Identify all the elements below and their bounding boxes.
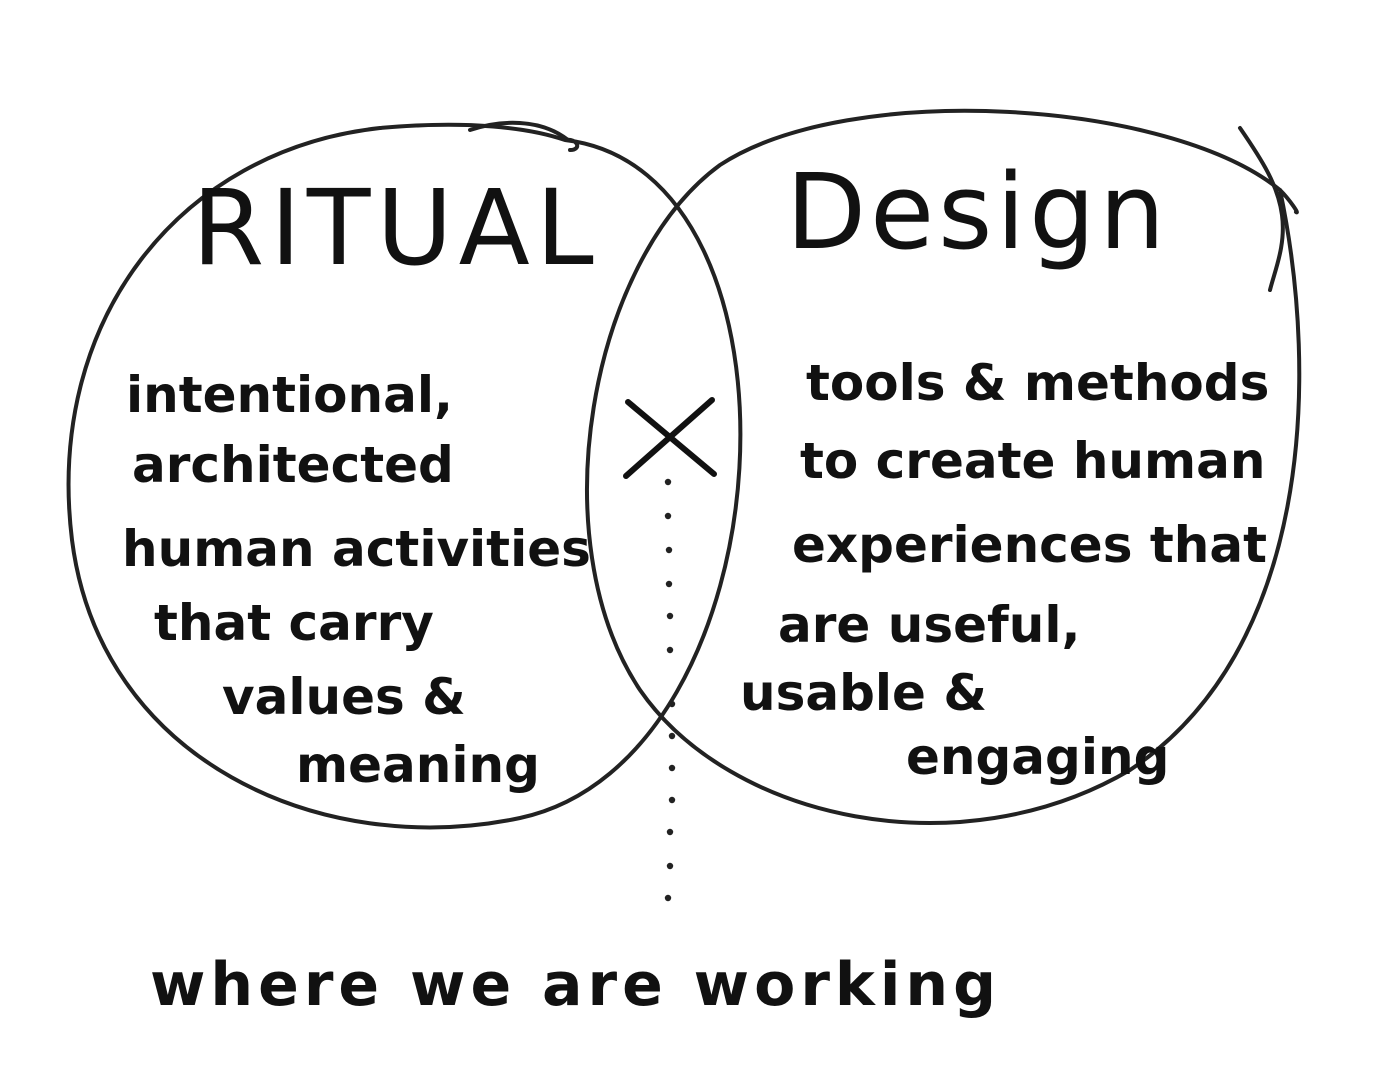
dotted-leader-line <box>664 478 676 902</box>
design-title: Design <box>786 151 1170 273</box>
ritual-circle <box>66 122 743 830</box>
leader-dot <box>666 862 674 870</box>
ritual-line: human activities <box>122 520 591 578</box>
ritual-title: RITUAL <box>192 167 600 289</box>
leader-dot <box>665 546 673 554</box>
design-line: tools & methods <box>806 354 1270 412</box>
leader-dot <box>666 612 674 620</box>
leader-dot <box>668 764 676 772</box>
intersection-x-mark <box>623 397 717 479</box>
design-circle <box>585 108 1302 825</box>
leader-dot <box>668 732 676 740</box>
design-line: experiences that <box>792 516 1268 574</box>
design-line: engaging <box>906 728 1170 786</box>
leader-dot <box>664 512 672 520</box>
footer-caption: where we are working <box>150 950 1002 1020</box>
leader-dot <box>666 828 674 836</box>
ritual-line: meaning <box>296 736 540 794</box>
leader-dot <box>664 894 672 902</box>
leader-dot <box>665 580 673 588</box>
design-line: to create human <box>800 432 1266 490</box>
ritual-circle-tail <box>468 120 570 142</box>
leader-dot <box>668 796 676 804</box>
leader-dot <box>664 478 672 486</box>
design-line: are useful, <box>778 596 1081 654</box>
leader-dot <box>666 646 674 654</box>
ritual-line: intentional, <box>126 366 454 424</box>
design-line: usable & <box>740 664 987 722</box>
leader-dot <box>668 700 676 708</box>
ritual-line: architected <box>132 436 454 494</box>
design-circle-tail <box>1238 126 1285 292</box>
ritual-line: that carry <box>154 594 434 652</box>
ritual-line: values & <box>222 668 466 726</box>
